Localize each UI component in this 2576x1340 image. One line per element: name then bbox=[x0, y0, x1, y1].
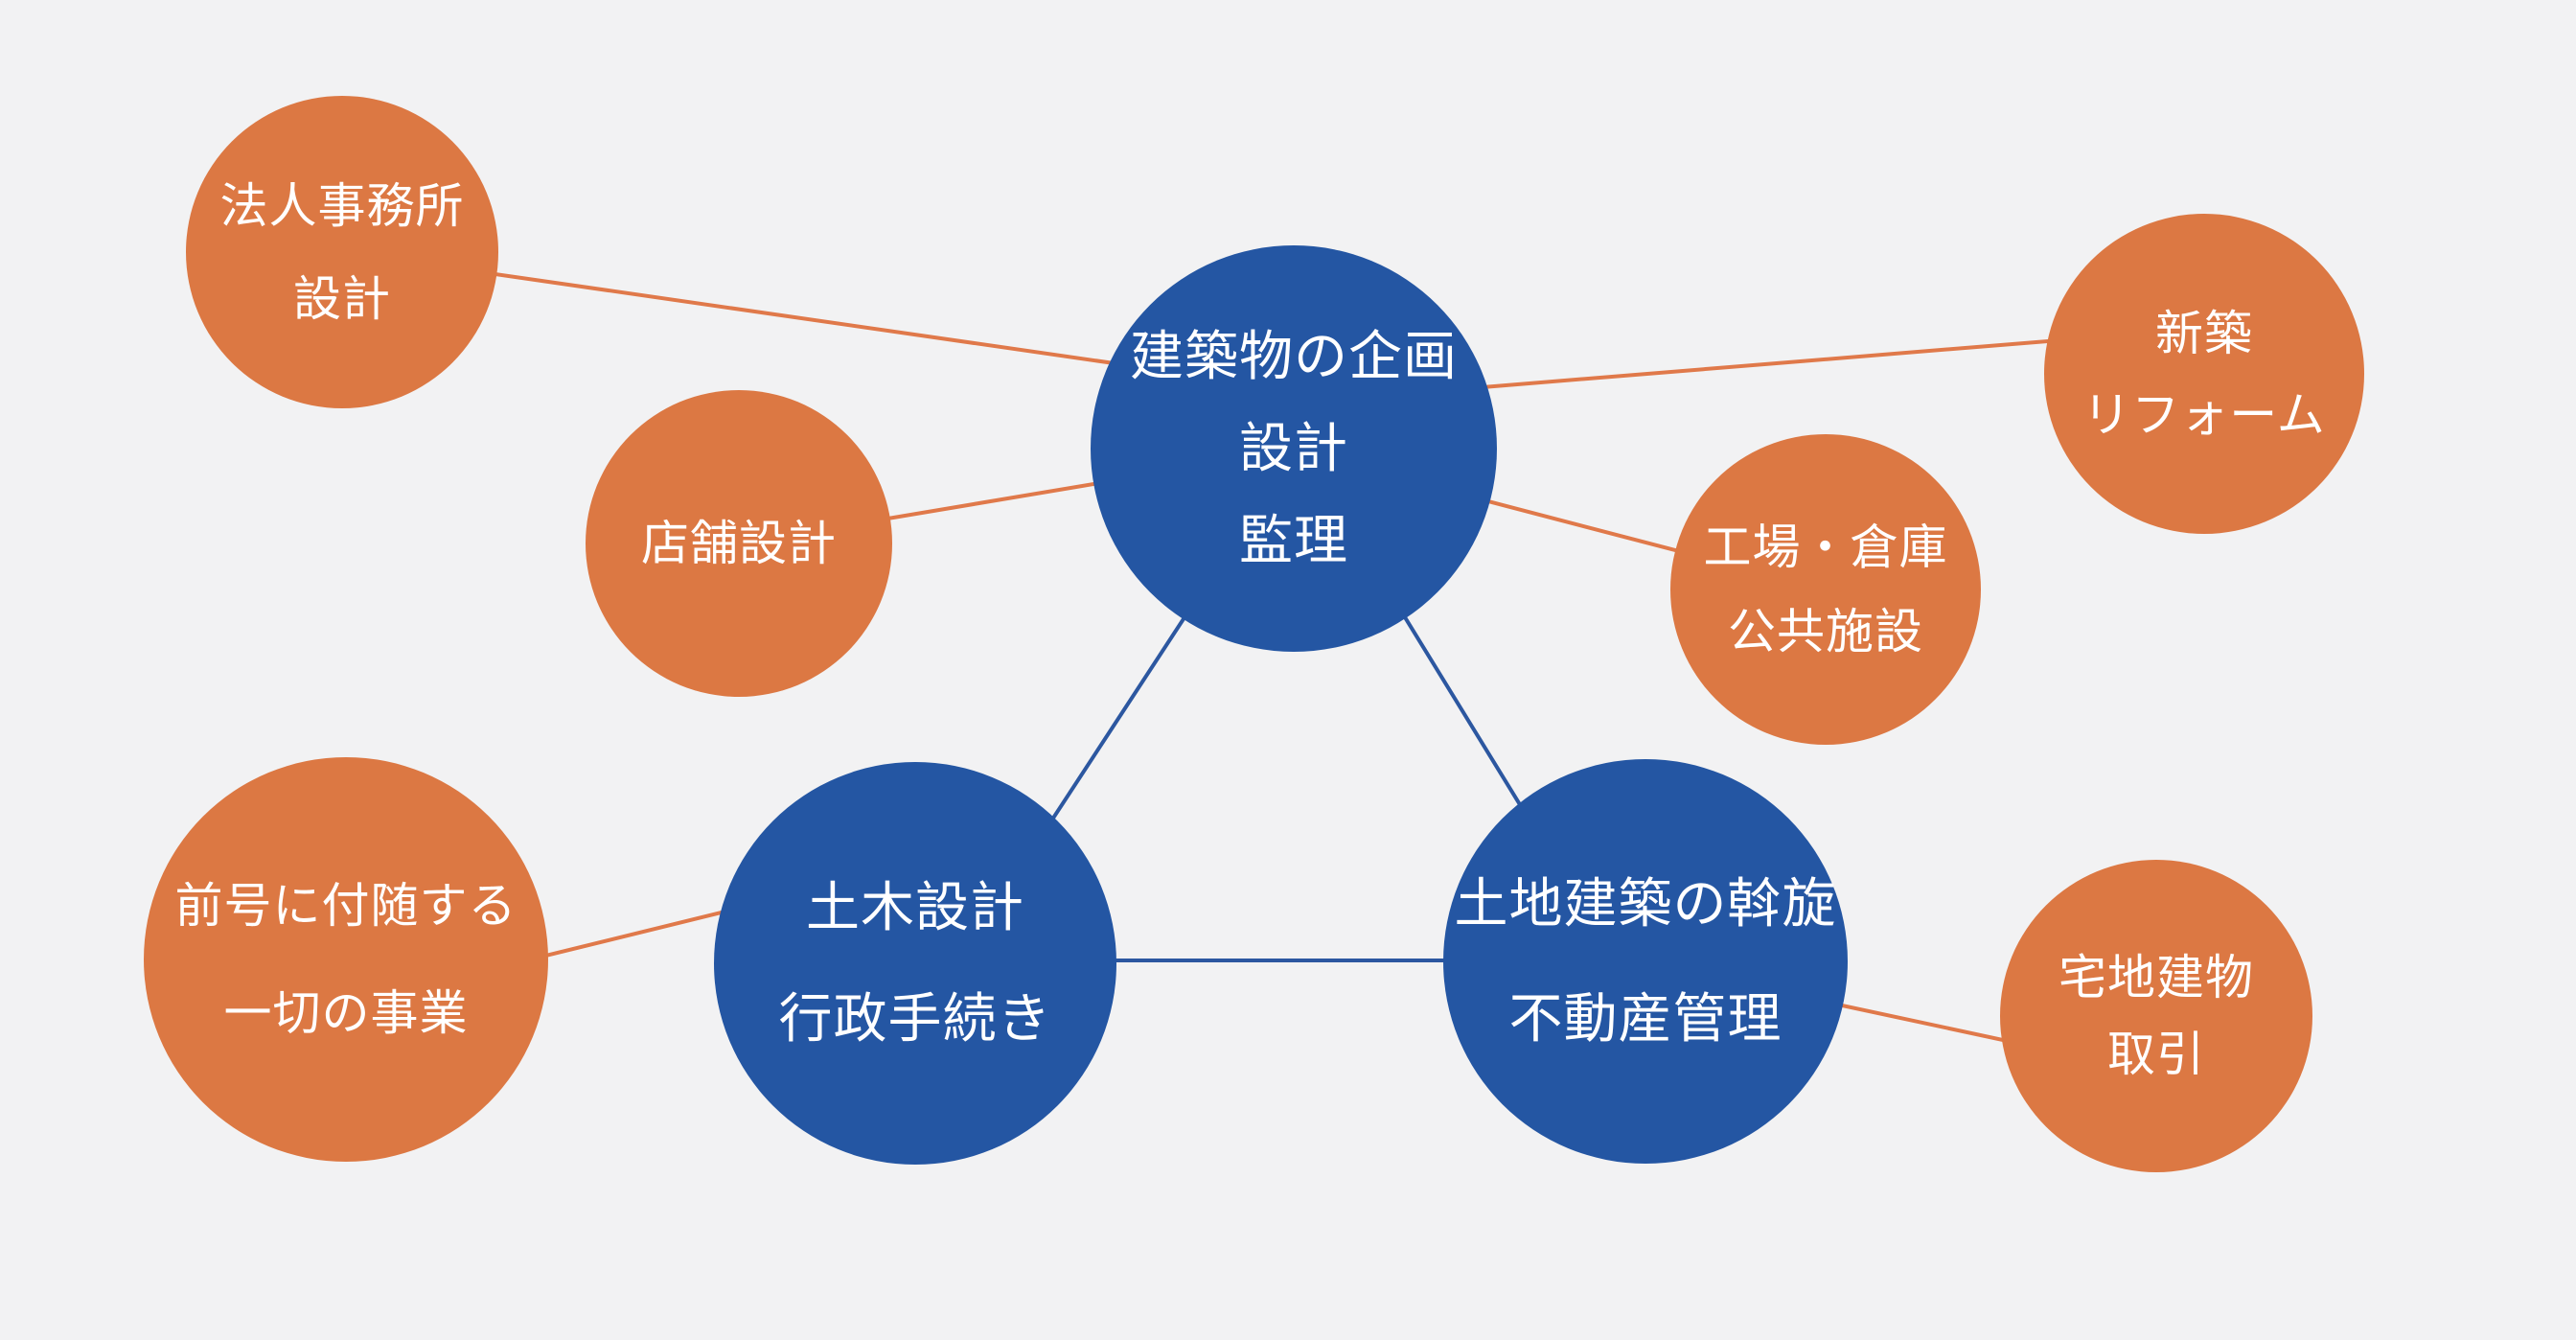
node-civil-design-label-1: 土木設計 bbox=[806, 877, 1024, 937]
node-building-planning-label-3: 監理 bbox=[1239, 510, 1348, 570]
node-building-planning-label-2: 設計 bbox=[1239, 418, 1348, 478]
node-land-brokerage: 土地建築の斡旋 不動産管理 bbox=[1443, 759, 1848, 1164]
node-new-construction-reform-label-1: 新築 bbox=[2155, 306, 2253, 360]
node-incidental-business-label-1: 前号に付随する bbox=[174, 879, 518, 933]
node-corporate-office-design: 法人事務所 設計 bbox=[186, 96, 498, 408]
node-factory-warehouse-label-1: 工場・倉庫 bbox=[1703, 520, 1948, 574]
node-factory-warehouse: 工場・倉庫 公共施設 bbox=[1670, 434, 1981, 745]
node-land-brokerage-label-1: 土地建築の斡旋 bbox=[1454, 873, 1837, 934]
node-corporate-office-design-label-1: 法人事務所 bbox=[219, 178, 465, 233]
node-factory-warehouse-label-2: 公共施設 bbox=[1728, 605, 1923, 658]
node-incidental-business: 前号に付随する 一切の事業 bbox=[144, 757, 548, 1162]
node-building-planning-label-1: 建築物の企画 bbox=[1130, 326, 1458, 386]
node-civil-design-label-2: 行政手続き bbox=[778, 988, 1052, 1049]
node-real-estate-transaction: 宅地建物 取引 bbox=[2000, 860, 2312, 1172]
node-corporate-office-design-label-2: 設計 bbox=[293, 271, 391, 326]
node-building-planning: 建築物の企画 設計 監理 bbox=[1091, 245, 1497, 652]
node-new-construction-reform: 新築 リフォーム bbox=[2044, 214, 2364, 534]
node-new-construction-reform-label-2: リフォーム bbox=[2082, 387, 2326, 442]
node-incidental-business-label-2: 一切の事業 bbox=[223, 986, 469, 1040]
node-store-design-label-1: 店舗設計 bbox=[641, 517, 837, 570]
node-real-estate-transaction-label-2: 取引 bbox=[2107, 1028, 2205, 1081]
node-store-design: 店舗設計 bbox=[586, 390, 892, 697]
node-land-brokerage-label-2: 不動産管理 bbox=[1508, 988, 1782, 1049]
node-real-estate-transaction-label-1: 宅地建物 bbox=[2058, 951, 2254, 1005]
node-civil-design: 土木設計 行政手続き bbox=[714, 762, 1116, 1165]
